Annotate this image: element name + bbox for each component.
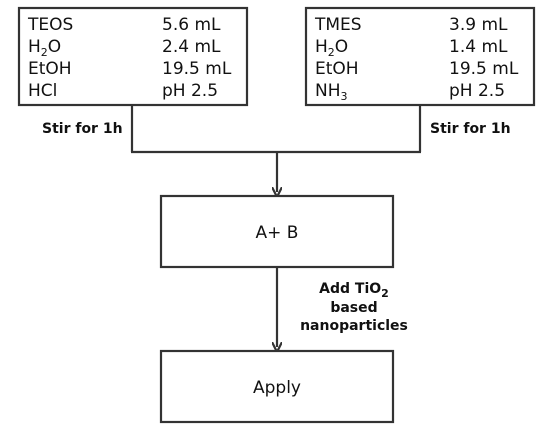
stir-label-right: Stir for 1h [430, 121, 511, 137]
box-a-reagent-value: 5.6 mL [162, 15, 221, 35]
box-b-reagent-name: NH3 [315, 81, 348, 103]
stir-label-left: Stir for 1h [42, 121, 123, 137]
box-b-reagent-value: pH 2.5 [449, 81, 505, 101]
box-a-reagent-value: pH 2.5 [162, 81, 218, 101]
box-a-reagent-name: H2O [28, 37, 61, 59]
apply-box-label: Apply [253, 378, 301, 398]
add-tio2-label-based: based [330, 300, 377, 316]
apply-box [159, 349, 395, 424]
box-a-reagent-value: 2.4 mL [162, 37, 221, 57]
box-b-reagent-value: 3.9 mL [449, 15, 508, 35]
box-a-reagent-value: 19.5 mL [162, 59, 232, 79]
box-b-reagent-name: TMES [314, 15, 362, 35]
reagent-box-a [17, 6, 249, 107]
add-tio2-label-nanoparticles: nanoparticles [300, 318, 408, 334]
box-b-reagent-value: 1.4 mL [449, 37, 508, 57]
box-b-reagent-name: EtOH [315, 59, 359, 79]
box-a-reagent-name: TEOS [27, 15, 73, 35]
box-b-reagent-name: H2O [315, 37, 348, 59]
reagent-box-b [304, 6, 536, 107]
mix-box-label: A+ B [256, 223, 299, 243]
add-tio2-label: Add TiO2 [319, 281, 389, 300]
box-a-reagent-name: HCl [28, 81, 57, 101]
box-b-reagent-value: 19.5 mL [449, 59, 519, 79]
box-a-reagent-name: EtOH [28, 59, 72, 79]
